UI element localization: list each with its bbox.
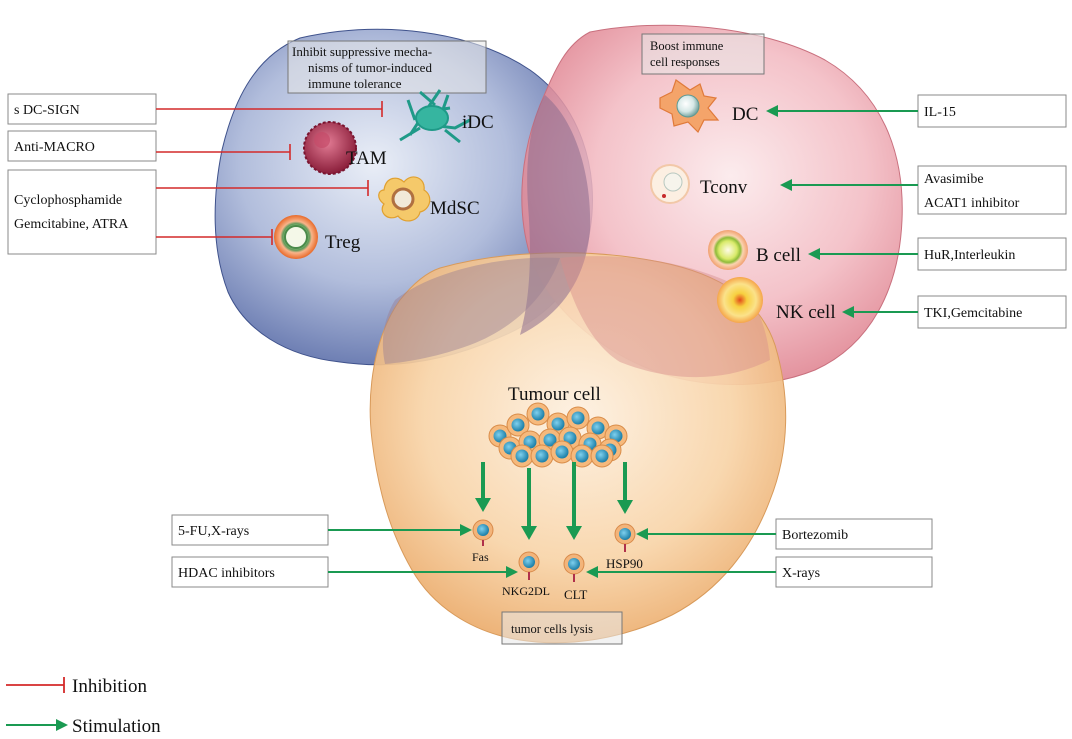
overlap-tumour-blue [382,257,560,364]
svg-text:Inhibition: Inhibition [72,676,147,697]
tconv-cell [650,164,690,204]
box-hur: HuR,Interleukin [917,237,1067,271]
tumour-down-arrows [475,462,633,540]
overlap-tumour-pink [560,256,770,378]
box-avasimibe: Avasimibe ACAT1 inhibitor [917,165,1067,215]
legend-stimulation: Stimulation [6,716,161,737]
box-cyclophosphamide: Cyclophosphamide Gemcitabine, ATRA [7,169,157,255]
mdsc-label: MdSC [430,198,480,219]
mdsc-cell [378,176,431,222]
box-tki: TKI,Gemcitabine [917,295,1067,329]
svg-text:Stimulation: Stimulation [72,716,161,737]
suppressive-note-line1: Inhibit suppressive mecha- [292,44,432,59]
svg-text:Cyclophosphamide: Cyclophosphamide [14,193,122,208]
tumour-cell-nucleus [515,449,529,463]
hsp90-label: HSP90 [606,556,643,571]
overlap-blue-pink [520,95,591,335]
nkcell-label: NK cell [776,302,836,323]
suppressive-note-line2: nisms of tumor-induced [308,60,432,75]
idc-label: iDC [462,112,494,133]
tumour-cell-nucleus [511,418,525,432]
box-il15: IL-15 [917,94,1067,128]
box-dc-sign: s DC-SIGN [7,93,157,125]
svg-text:tumor cells lysis: tumor cells lysis [511,622,593,636]
svg-text:IL-15: IL-15 [924,105,956,120]
tumour-cell-nucleus [555,445,569,459]
bcell-label: B cell [756,245,801,266]
tconv-label: Tconv [700,177,748,198]
tumour-cell-nucleus [563,431,577,445]
effector-note: Boost immune cell responses [641,33,765,75]
tumour-cell-nucleus [591,421,605,435]
svg-text:HDAC inhibitors: HDAC inhibitors [178,566,275,581]
tam-label: TAM [346,148,387,169]
effector-note-line2: cell responses [650,55,720,69]
svg-text:X-rays: X-rays [782,566,820,581]
stimulation-arrows-right [766,105,918,318]
tumour-cell-nucleus [571,411,585,425]
box-hdac: HDAC inhibitors [171,556,329,588]
svg-text:Avasimibe: Avasimibe [924,172,984,187]
tumour-cluster [488,402,628,468]
tumour-cell-nucleus [595,449,609,463]
box-xrays: X-rays [775,556,933,588]
clt-label: CLT [564,587,587,602]
fas-label: Fas [472,550,489,564]
dc-label: DC [732,104,758,125]
svg-text:ACAT1 inhibitor: ACAT1 inhibitor [924,196,1020,211]
legend-inhibition: Inhibition [6,676,147,697]
nkg2dl-label: NKG2DL [502,584,550,598]
svg-text:Bortezomib: Bortezomib [782,528,848,543]
tumour-cell-nucleus [535,449,549,463]
nkcell-cell [717,277,763,323]
effector-note-line1: Boost immune [650,39,724,53]
idc-cell [399,89,471,144]
nkg2dl-cell [518,551,540,580]
tam-cell [303,121,357,175]
clt-cell [563,553,585,582]
tumour-cell-nucleus [551,417,565,431]
suppressive-note: Inhibit suppressive mecha- nisms of tumo… [287,40,487,94]
treg-cell [274,215,318,259]
svg-text:Gemcitabine, ATRA: Gemcitabine, ATRA [14,217,129,232]
stimulation-arrows-bottom [328,524,776,578]
hsp90-cell [614,523,636,552]
tumour-cell-nucleus [531,407,545,421]
tumour-cell-nucleus [575,449,589,463]
tumour-title: Tumour cell [508,384,601,405]
dc-cell [659,79,720,134]
tumour-cell-nucleus [523,435,537,449]
svg-text:Anti-MACRO: Anti-MACRO [14,140,95,155]
box-anti-macro: Anti-MACRO [7,130,157,162]
svg-text:HuR,Interleukin: HuR,Interleukin [924,248,1015,263]
svg-text:s DC-SIGN: s DC-SIGN [14,103,80,118]
svg-text:5-FU,X-rays: 5-FU,X-rays [178,524,249,539]
inhibition-arrows [156,101,383,245]
lysis-box: tumor cells lysis [501,611,623,645]
fas-cell [472,519,494,546]
bcell-cell [708,230,748,270]
box-5fu: 5-FU,X-rays [171,514,329,546]
box-bortezomib: Bortezomib [775,518,933,550]
svg-text:TKI,Gemcitabine: TKI,Gemcitabine [924,306,1022,321]
treg-label: Treg [325,232,361,253]
tumour-cell-nucleus [543,433,557,447]
suppressive-note-line3: immune tolerance [308,76,402,91]
